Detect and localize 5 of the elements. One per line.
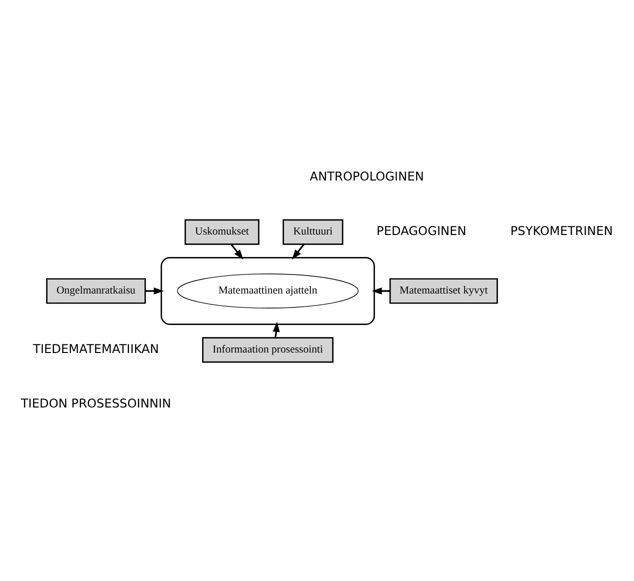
label: TIEDEMATEMATIIKAN xyxy=(33,341,159,356)
label: PEDAGOGINEN xyxy=(376,224,466,238)
label: ANTROPOLOGINEN xyxy=(310,168,424,183)
label: TIEDON PROSESSOINNIN xyxy=(20,396,172,410)
label: PSYKOMETRINEN xyxy=(510,224,613,238)
